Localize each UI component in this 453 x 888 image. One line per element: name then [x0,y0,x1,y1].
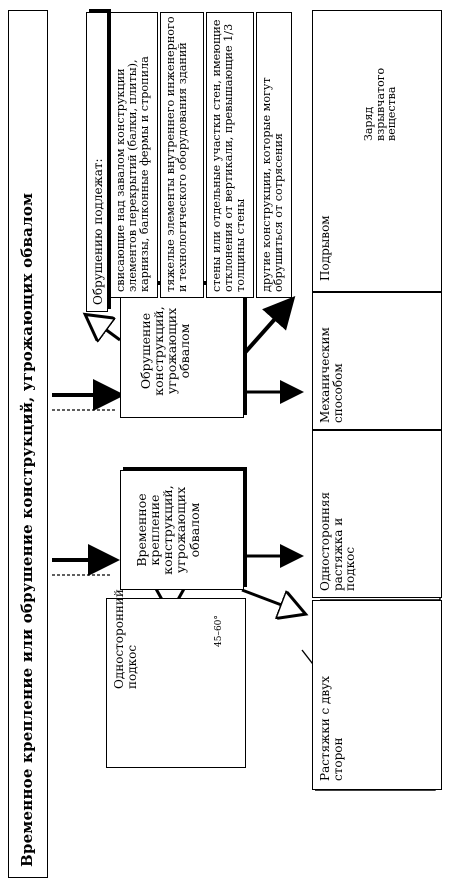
subject-heading-box: Обрушению подлежат: [86,12,108,312]
label-tie-brace: Односторонняя растяжка и подкос [318,491,358,591]
diagram-title: Временное крепление или обрушение констр… [18,192,36,867]
subject-item-1-box: свисающие над завалом конструкции элемен… [110,12,158,298]
method-collapse-label: Обрушение конструкций, угрожающих обвало… [138,306,193,396]
subject-item-2: тяжелые элементы внутреннего инженерного… [164,16,190,292]
subject-item-4: другие конструкции, которые могут обруши… [260,77,286,292]
subject-item-3: стены или отдельные участки стен, имеющи… [210,19,248,293]
label-two-side-ties: Растяжки с двух сторон [318,675,345,781]
label-one-side-brace: Односторонний подкос [112,589,139,689]
panel-tie-brace: Односторонняя растяжка и подкос [312,430,442,598]
trunk-arrows [52,379,125,576]
panel-explosion: Подрывом Заряд взрывчатого вещества [312,10,442,292]
method-temporary-box: Временное крепление конструкций, угрожаю… [120,470,244,590]
label-brace-angle: 45–60° [214,615,224,647]
subject-item-2-box: тяжелые элементы внутреннего инженерного… [160,12,204,298]
method-collapse-box: Обрушение конструкций, угрожающих обвало… [120,284,244,418]
panel-one-side-brace: Односторонний подкос 45–60° [106,589,246,768]
label-explosion: Подрывом [318,215,332,281]
panel-mechanical: Механическим способом [312,292,442,430]
subject-item-1: свисающие над завалом конструкции элемен… [114,56,152,292]
collapse-arrows [90,296,304,404]
title-box: Временное крепление или обрушение констр… [8,10,48,878]
panel-two-side-ties: Растяжки с двух сторон [312,600,442,790]
method-temporary-label: Временное крепление конструкций, угрожаю… [134,485,202,575]
subject-heading: Обрушению подлежат: [91,158,105,305]
label-mechanical: Механическим способом [318,327,345,423]
label-charge: Заряд взрывчатого вещества [362,67,399,141]
subject-item-3-box: стены или отдельные участки стен, имеющи… [206,12,254,298]
subject-item-4-box: другие конструкции, которые могут обруши… [256,12,292,298]
